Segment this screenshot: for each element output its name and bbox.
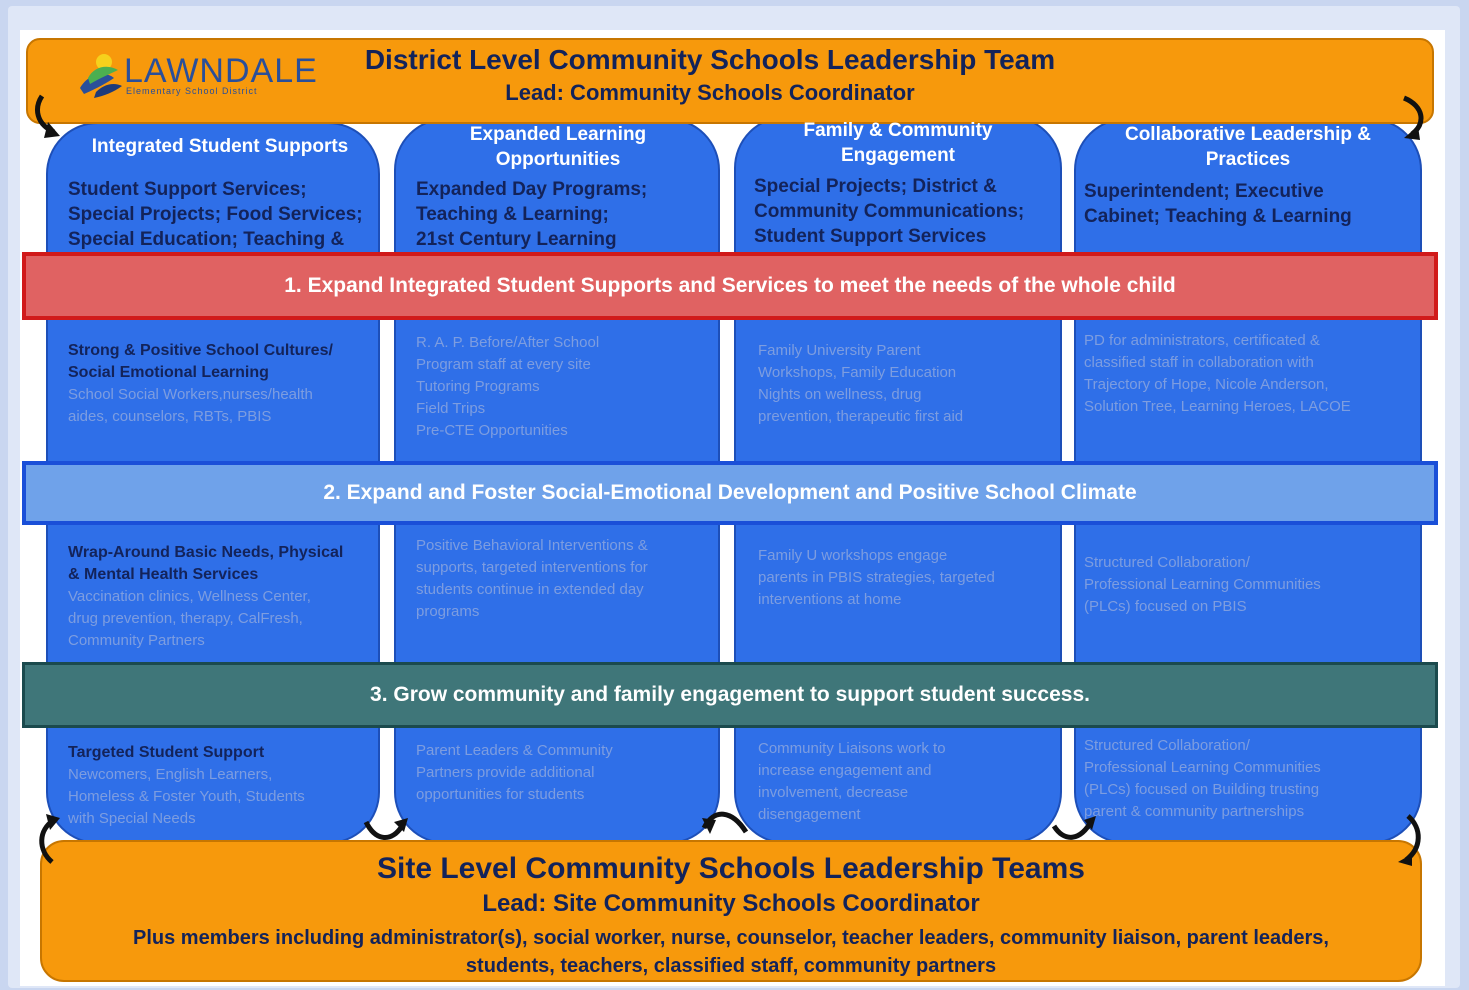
site-team-lead: Lead: Site Community Schools Coordinator <box>482 890 980 917</box>
cell-r1-c4: PD for administrators, certificated &cla… <box>1084 332 1351 415</box>
column-1-departments: Student Support Services;Special Project… <box>68 179 363 250</box>
cell-r1-c1: Strong & Positive School Cultures/Social… <box>68 342 333 425</box>
cell-r3-c4: Structured Collaboration/Professional Le… <box>1084 737 1321 820</box>
column-4-heading: Collaborative Leadership &Practices <box>1124 124 1371 170</box>
curved-arrow-icon-top-right <box>1402 95 1424 140</box>
column-2-departments: Expanded Day Programs;Teaching & Learnin… <box>416 179 648 250</box>
district-team-lead: Lead: Community Schools Coordinator <box>505 80 915 105</box>
curved-arrow-icon-bottom-left <box>39 814 60 864</box>
site-team-title: Site Level Community Schools Leadership … <box>377 852 1085 885</box>
goal-1-band: 1. Expand Integrated Student Supports an… <box>22 252 1438 320</box>
curved-arrow-icon-bottom-right <box>1398 814 1421 866</box>
column-1-heading: Integrated Student Supports <box>91 136 349 157</box>
column-3-departments: Special Projects; District &Community Co… <box>754 176 1025 247</box>
curved-arrow-icon-bottom-mid1 <box>363 818 408 840</box>
logo-subtitle: Elementary School District <box>126 86 258 96</box>
logo-text: LAWNDALE <box>124 52 318 90</box>
cell-r3-c1: Targeted Student Support Newcomers, Engl… <box>68 744 305 827</box>
curved-arrow-icon-bottom-mid3 <box>1051 816 1096 840</box>
cell-r2-c1: Wrap-Around Basic Needs, Physical& Menta… <box>68 544 344 649</box>
site-team-banner <box>40 840 1422 982</box>
district-team-title: District Level Community Schools Leaders… <box>364 44 1056 75</box>
goal-2-band: 2. Expand and Foster Social-Emotional De… <box>22 461 1438 525</box>
lawndale-logo <box>80 54 122 98</box>
district-team-banner <box>26 38 1434 124</box>
curved-arrow-icon-bottom-mid2 <box>701 811 749 834</box>
goal-3-band: 3. Grow community and family engagement … <box>22 662 1438 728</box>
curved-arrow-icon-top-left <box>35 94 60 138</box>
cell-r2-c4: Structured Collaboration/Professional Le… <box>1084 554 1321 615</box>
site-team-members: Plus members including administrator(s),… <box>133 927 1329 977</box>
cell-r2-c2: Positive Behavioral Interventions &suppo… <box>416 537 648 620</box>
